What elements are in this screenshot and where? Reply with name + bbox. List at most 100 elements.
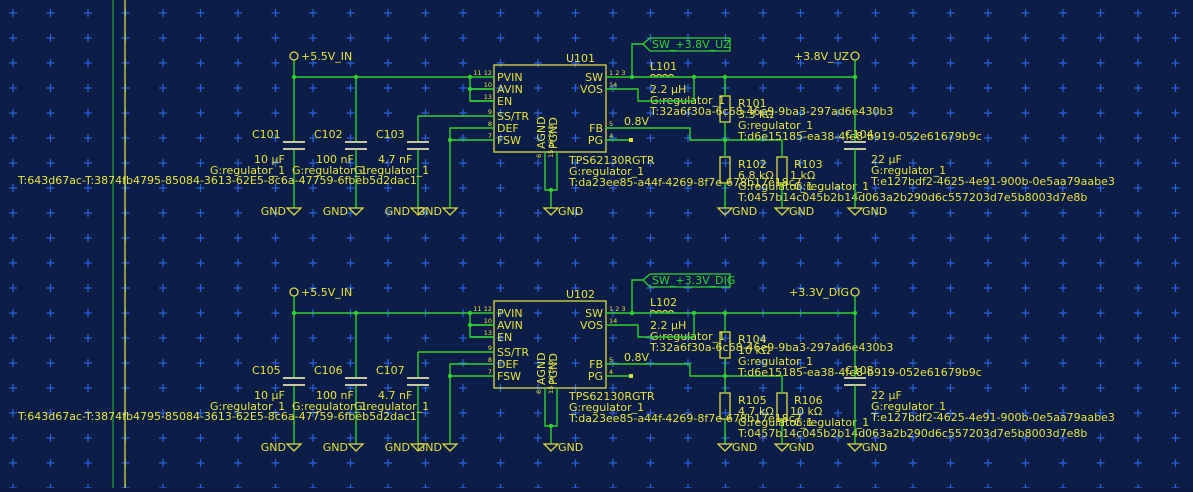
gnd-label: GND: [417, 205, 442, 218]
capacitor-tag: T:e127bdf2-4625-4e91-900b-0e5aa79aabe3: [870, 175, 1115, 188]
def-wire: [449, 363, 470, 444]
ground-icon: [285, 443, 303, 452]
vos-wire: [630, 77, 695, 102]
pin-name: VOS: [580, 319, 603, 332]
junction-dot: [722, 373, 728, 379]
pin-number: 10: [484, 317, 492, 325]
resistor-group: G:regulator_1: [738, 416, 813, 429]
pin-name: DEF: [497, 122, 519, 135]
pin-name: AVIN: [497, 83, 523, 96]
capacitor-group: G:regulator_1: [871, 164, 946, 177]
junction-dot: [548, 187, 554, 193]
pg-pin-marker: [629, 138, 633, 142]
wire: [631, 279, 643, 313]
pin-number: 11 12: [473, 69, 492, 77]
ic-body[interactable]: [493, 300, 607, 389]
pin-number: 6: [535, 154, 543, 158]
ic-part-number: TPS62130RGTR: [568, 390, 655, 403]
ic-part-number: TPS62130RGTR: [568, 154, 655, 167]
ground-icon: [347, 443, 365, 452]
pin-name: PVIN: [497, 307, 523, 320]
resistor-group: G:regulator_1: [738, 355, 813, 368]
pin-name: EN: [497, 95, 512, 108]
input-caps-tag-overlap: T:643d67ac-T:3874fb4795-85084-3613-62E5-…: [17, 174, 417, 187]
ground-icon: [773, 443, 791, 452]
pin-number: 15 16 PAD: [547, 124, 555, 158]
capacitor-value: 10 µF: [254, 389, 285, 402]
pin-number: 11 12: [473, 305, 492, 313]
capacitor-value: 22 µF: [871, 153, 902, 166]
capacitor-group: G:regulator_1: [871, 400, 946, 413]
ground-icon: [542, 207, 560, 216]
capacitor-value: 4.7 nF: [378, 389, 412, 402]
capacitor-value: 100 nF: [316, 153, 354, 166]
junction-dot: [722, 137, 728, 143]
resistor-group: G:regulator_1: [794, 180, 869, 193]
pin-name: AGND: [535, 352, 548, 385]
pin-number: 1 2 3: [609, 69, 626, 77]
pin-number: 13: [484, 93, 492, 101]
pin-number: 10: [484, 81, 492, 89]
capacitor-ref: C106: [314, 364, 343, 377]
resistor-value: 4.7 kΩ: [738, 405, 774, 418]
inductor-tag: T:32a6f30a-6c68-46e9-9ba3-297ad6e430b3: [649, 341, 893, 354]
junction-dot: [447, 137, 453, 143]
ground-icon: [441, 443, 459, 452]
net-flag-shape: [642, 37, 731, 52]
gnd-label: GND: [417, 441, 442, 454]
pin-number: 7: [488, 132, 492, 140]
gnd-label: GND: [558, 441, 583, 454]
pin-name: FB: [589, 122, 603, 135]
capacitor-group: G:regulator_1: [292, 400, 367, 413]
capacitor-group: G:regulator_1: [210, 400, 285, 413]
inductor-ref: L102: [650, 296, 677, 309]
fb-voltage-label: 0.8V: [624, 351, 649, 364]
resistor-value: 10 kΩ: [790, 405, 822, 418]
pin-name: DEF: [497, 358, 519, 371]
ground-icon: [409, 443, 427, 452]
pin-number: 14: [609, 317, 617, 325]
resistor-ref: R105: [738, 394, 767, 407]
gnd-label: GND: [385, 441, 410, 454]
pin-name: AVIN: [497, 319, 523, 332]
sw-net-flag[interactable]: SW_+3.8V_UZ: [631, 37, 731, 77]
ground-icon: [846, 207, 864, 216]
ic-body[interactable]: [493, 64, 607, 153]
sw-net-flag[interactable]: SW_+3.3V_DIG: [631, 273, 735, 313]
pin-name: FB: [589, 358, 603, 371]
resistor-ref: R104: [738, 333, 767, 346]
resistor-value: 10 kΩ: [738, 344, 770, 357]
gnd-label: GND: [261, 441, 286, 454]
output-net-label: +3.8V_UZ: [794, 50, 850, 63]
gnd-label: GND: [789, 205, 814, 218]
gnd-label: GND: [862, 441, 887, 454]
input-net-label: +5.5V_IN: [301, 286, 352, 299]
capacitor-tag: T:e127bdf2-4625-4e91-900b-0e5aa79aabe3: [870, 411, 1115, 424]
resistor-group: G:regulator_1: [738, 119, 813, 132]
ic-group: G:regulator_1: [569, 165, 644, 178]
ground-icon: [846, 443, 864, 452]
gnd-label: GND: [732, 205, 757, 218]
pin-name: PGND: [547, 117, 560, 149]
wire: [631, 43, 643, 77]
gnd-label: GND: [261, 205, 286, 218]
resistor-ref: R101: [738, 97, 767, 110]
pin-number: 8: [488, 356, 492, 364]
